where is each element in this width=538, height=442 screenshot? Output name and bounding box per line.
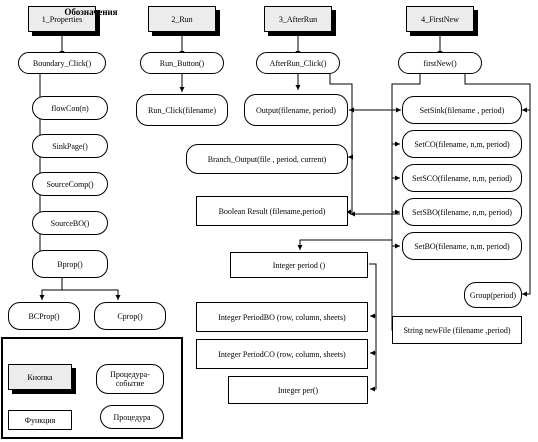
func-integer-period: Integer period (): [230, 252, 368, 278]
proc-flowcon: flowCon(n): [32, 96, 108, 120]
func-integer-period-bo: Integer PeriodBO (row, column, sheets): [196, 302, 368, 332]
proc-branch-output: Branch_Output(file , period, current): [186, 144, 348, 174]
module-run[interactable]: 2_Run: [148, 6, 216, 32]
wire-firstnew-trunk: [464, 74, 531, 297]
proc-run-click: Run_Click(filename): [136, 94, 228, 126]
proc-bprop: Bprop(): [32, 250, 108, 278]
proc-sourcebo: SourceBO(): [32, 211, 108, 235]
wire-integer-period-trunk: [369, 263, 377, 392]
proc-run-button: Run_Button(): [140, 52, 224, 74]
proc-sourcecomp: SourceComp(): [32, 172, 108, 196]
func-boolean-result: Boolean Result (filename,period): [196, 196, 348, 226]
func-integer-per: Integer per(): [228, 376, 368, 404]
legend-title: Обозначения: [64, 7, 118, 17]
func-integer-period-co: Integer PeriodCO (row, column, sheets): [196, 339, 368, 369]
proc-setbo: SetBO(filename, n,m, period): [402, 232, 522, 260]
proc-bcprop: BCProp(): [8, 302, 80, 330]
legend-procedure: Процедура: [100, 405, 164, 429]
proc-group: Group(period): [464, 282, 522, 308]
proc-output: Output(filename, period): [244, 94, 348, 126]
legend-event-procedure: Процедура-событие: [96, 364, 164, 394]
module-properties[interactable]: 1_Properties: [28, 6, 96, 32]
func-string-newfile: String newFile (filename ,period): [392, 316, 522, 344]
proc-firstnew: firstNew(): [398, 52, 482, 74]
proc-setsco: SetSCO(filename, n,m, period): [402, 164, 522, 192]
module-firstnew[interactable]: 4_FirstNew: [406, 6, 474, 32]
proc-setco: SetCO(filename, n,m, period): [402, 130, 522, 158]
wire-to-integer-period: [297, 239, 392, 250]
legend-button: Кнопка: [8, 364, 72, 390]
proc-setsbo: SetSBO(filename, n,m, period): [402, 198, 522, 226]
proc-afterrun-click: AfterRun_Click(): [256, 52, 340, 74]
legend-function: Функция: [8, 410, 72, 430]
proc-setsink: SetSink(filename , period): [402, 96, 522, 124]
module-afterrun[interactable]: 3_AfterRun: [264, 6, 332, 32]
proc-sinkpage: SinkPage(): [32, 134, 108, 158]
proc-boundary-click: Boundary_Click(): [18, 52, 106, 74]
proc-cprop: Cprop(): [94, 302, 166, 330]
